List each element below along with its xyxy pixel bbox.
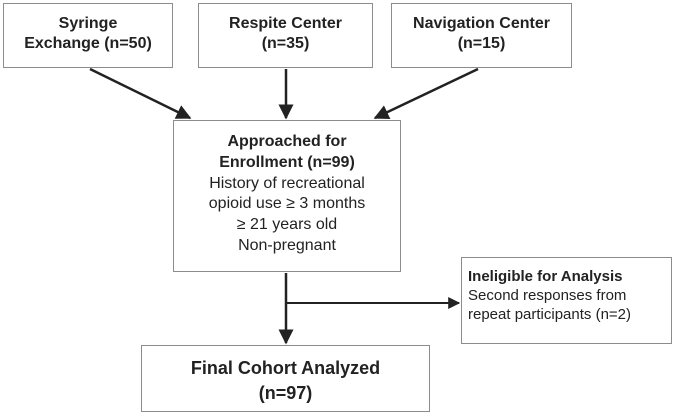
source-navigation-center: Navigation Center (n=15) bbox=[391, 3, 572, 68]
navigation-line2: (n=15) bbox=[457, 35, 506, 53]
respite-line1: Respite Center bbox=[229, 15, 342, 32]
source-syringe-exchange: Syringe Exchange (n=50) bbox=[3, 3, 173, 68]
criterion-non-pregnant: Non-pregnant bbox=[238, 236, 336, 254]
approached-title-line2: Enrollment (n=99) bbox=[219, 153, 355, 171]
syringe-line2: Exchange (n=50) bbox=[24, 35, 152, 53]
criterion-age: ≥ 21 years old bbox=[236, 216, 338, 234]
ineligible-line2: repeat participants (n=2) bbox=[468, 306, 632, 324]
criterion-opioid-line2: opioid use ≥ 3 months bbox=[208, 195, 366, 213]
syringe-line1: Syringe bbox=[58, 15, 118, 32]
approached-title-line1: Approached for bbox=[227, 133, 347, 150]
final-line2: (n=97) bbox=[258, 383, 313, 404]
final-line1: Final Cohort Analyzed bbox=[190, 358, 381, 378]
criterion-opioid-line1: History of recreational bbox=[209, 174, 365, 192]
approached-for-enrollment: Approached for Enrollment (n=99) History… bbox=[173, 120, 401, 272]
ineligible-title: Ineligible for Analysis bbox=[468, 268, 623, 285]
source-respite-center: Respite Center (n=35) bbox=[198, 3, 373, 68]
arrow-navigation-to-approached bbox=[373, 67, 479, 120]
ineligible-line1: Second responses from bbox=[468, 287, 627, 305]
final-cohort-analyzed: Final Cohort Analyzed (n=97) bbox=[141, 345, 430, 412]
navigation-line1: Navigation Center bbox=[413, 15, 550, 32]
arrow-syringe-to-approached bbox=[89, 67, 192, 120]
respite-line2: (n=35) bbox=[261, 35, 310, 53]
ineligible-for-analysis: Ineligible for Analysis Second responses… bbox=[461, 257, 672, 344]
